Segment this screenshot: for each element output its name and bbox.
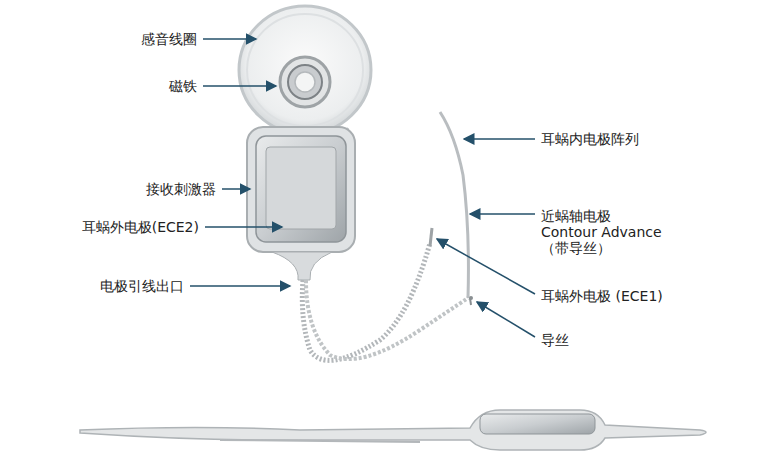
receiver-stimulator — [247, 127, 355, 252]
part-label: 近蜗轴电极 Contour Advance （带导丝） — [541, 208, 669, 256]
magnet — [280, 57, 330, 107]
part-label: 导丝 — [541, 332, 569, 348]
side-view — [80, 410, 706, 450]
part-label: 磁铁 — [169, 78, 197, 94]
part-label: 接收刺激器 — [146, 181, 216, 197]
part-label: 耳蜗外电极(ECE2) — [82, 219, 199, 235]
part-label: 耳蜗外电极 (ECE1) — [541, 288, 663, 304]
part-label: 电极引线出口 — [100, 278, 184, 294]
coil — [239, 6, 371, 134]
part-label: 感音线圈 — [141, 31, 197, 47]
part-label: 耳蜗内电极阵列 — [541, 131, 639, 147]
